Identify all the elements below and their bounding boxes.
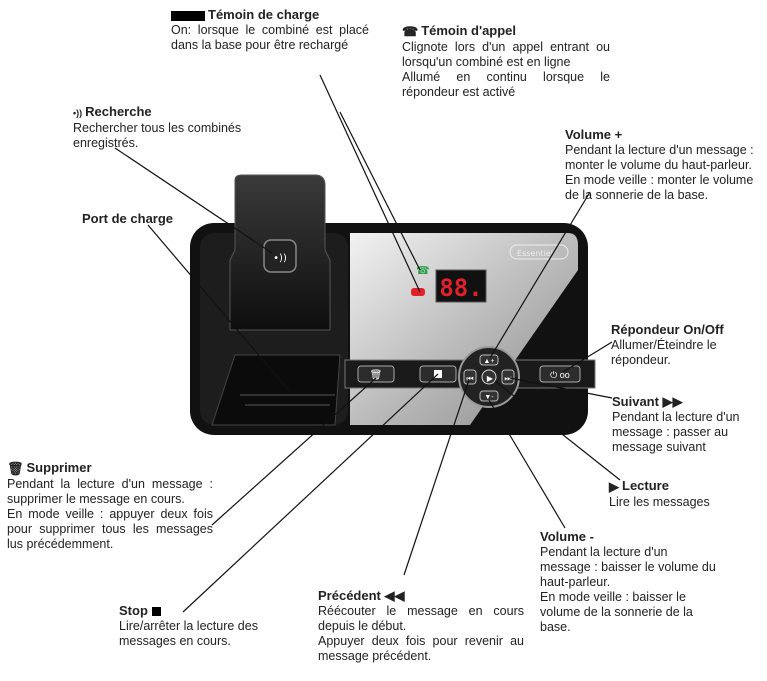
play-icon: ▶ xyxy=(609,478,619,494)
svg-text:▼-: ▼- xyxy=(484,394,494,401)
charge-led xyxy=(411,288,425,296)
answering-button xyxy=(539,365,581,383)
delete-button xyxy=(357,365,395,383)
svg-text:⏮: ⏮ xyxy=(466,374,473,383)
svg-text:🗑: 🗑 xyxy=(370,369,383,381)
label-volume-plus: Volume + Pendant la lecture d'un message… xyxy=(565,127,754,202)
digit-display xyxy=(435,269,487,303)
call-led: ☎ xyxy=(416,264,430,277)
volume-up-button xyxy=(479,354,499,366)
next-button xyxy=(501,369,515,385)
charge-indicator-icon xyxy=(171,10,205,21)
previous-button xyxy=(463,369,477,385)
label-lecture: ▶Lecture Lire les messages xyxy=(609,478,710,509)
svg-text:⏭: ⏭ xyxy=(504,374,511,383)
label-supprimer: 🗑Supprimer Pendant la lecture d'un messa… xyxy=(7,460,213,551)
label-precedent: Précédent ◀◀ Réécouter le message en cou… xyxy=(318,588,524,663)
svg-text:Essentiel: Essentiel xyxy=(517,249,553,258)
svg-text:•)): •)) xyxy=(273,253,287,264)
label-volume-moins: Volume - Pendant la lecture d'un message… xyxy=(540,529,716,634)
stop-icon xyxy=(151,607,161,617)
play-button xyxy=(481,369,497,385)
label-temoin-charge: Témoin de charge On: lorsque le combiné … xyxy=(171,7,369,52)
label-stop: Stop Lire/arrêter la lecture des message… xyxy=(119,603,258,648)
label-recherche: •))Recherche Rechercher tous les combiné… xyxy=(73,104,242,150)
svg-text:88.: 88. xyxy=(439,274,482,302)
phone-icon: ☎ xyxy=(402,23,419,39)
svg-text:▲+: ▲+ xyxy=(483,358,494,365)
label-suivant: Suivant ▶▶ Pendant la lecture d'un messa… xyxy=(612,394,740,454)
brand-badge xyxy=(509,244,569,260)
svg-text:⏻ oo: ⏻ oo xyxy=(550,370,570,380)
svg-text:▶: ▶ xyxy=(487,374,494,383)
radio-waves-icon: •)) xyxy=(73,107,83,118)
search-button xyxy=(263,239,297,273)
label-temoin-appel: ☎Témoin d'appel Clignote lors d'un appel… xyxy=(402,23,610,99)
label-repondeur: Répondeur On/Off Allumer/Éteindre le rép… xyxy=(611,322,724,367)
leader-lines xyxy=(114,74,621,613)
label-port-charge: Port de charge xyxy=(82,211,174,226)
charging-port xyxy=(211,354,341,426)
trash-icon: 🗑 xyxy=(7,460,24,476)
